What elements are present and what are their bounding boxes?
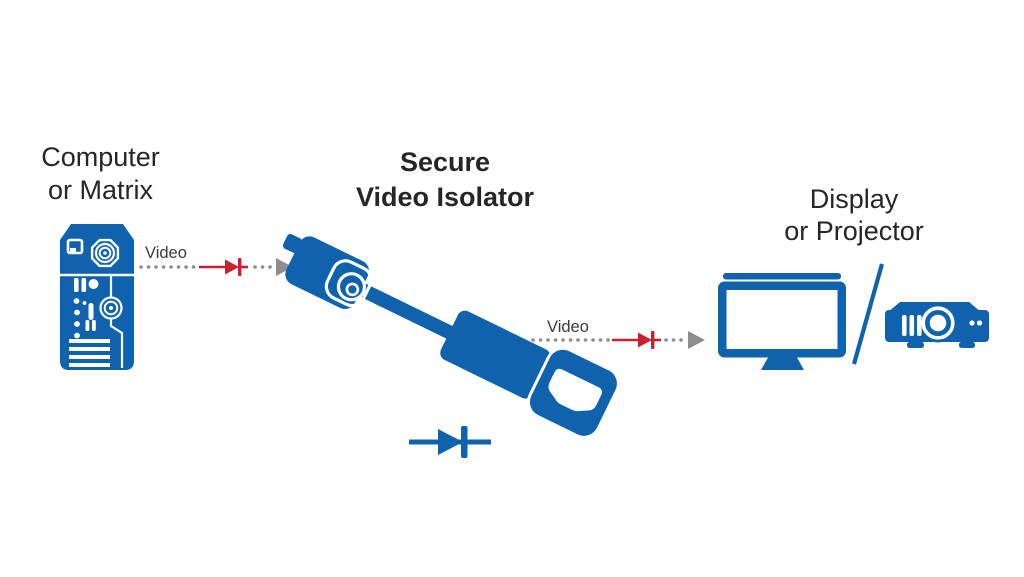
isolator-body [440,310,551,399]
hdmi-port-opening [548,368,603,412]
isolator-title: Secure Video Isolator [320,145,570,215]
video-flow-arrow-1 [139,258,293,276]
monitor-stand [761,357,804,370]
source-label-line2: or Matrix [47,175,153,205]
destination-label: Display or Projector [750,183,958,247]
projector-lens [921,306,955,340]
isolator-title-line2: Video Isolator [355,182,535,212]
destination-label-line1: Display [809,184,899,214]
computer-tower-icon [60,224,134,370]
arrowhead-icon [276,258,293,276]
diode-icon [409,426,491,458]
isolator-title-line1: Secure [399,147,491,177]
monitor-icon [718,273,846,370]
destination-label-line2: or Projector [784,216,924,246]
source-label-line1: Computer [41,142,160,172]
video-flow-arrow-2 [531,331,705,349]
diode-icon-red [199,258,248,276]
video-label-2: Video [547,318,589,336]
diode-icon-red [612,331,661,349]
video-isolator-dongle-icon [282,233,620,439]
cable [345,276,457,341]
projector-icon [885,302,989,348]
slash-divider [851,263,885,365]
arrowhead-icon [688,331,705,349]
video-label-1: Video [145,244,187,262]
source-label: Computer or Matrix [8,141,193,207]
